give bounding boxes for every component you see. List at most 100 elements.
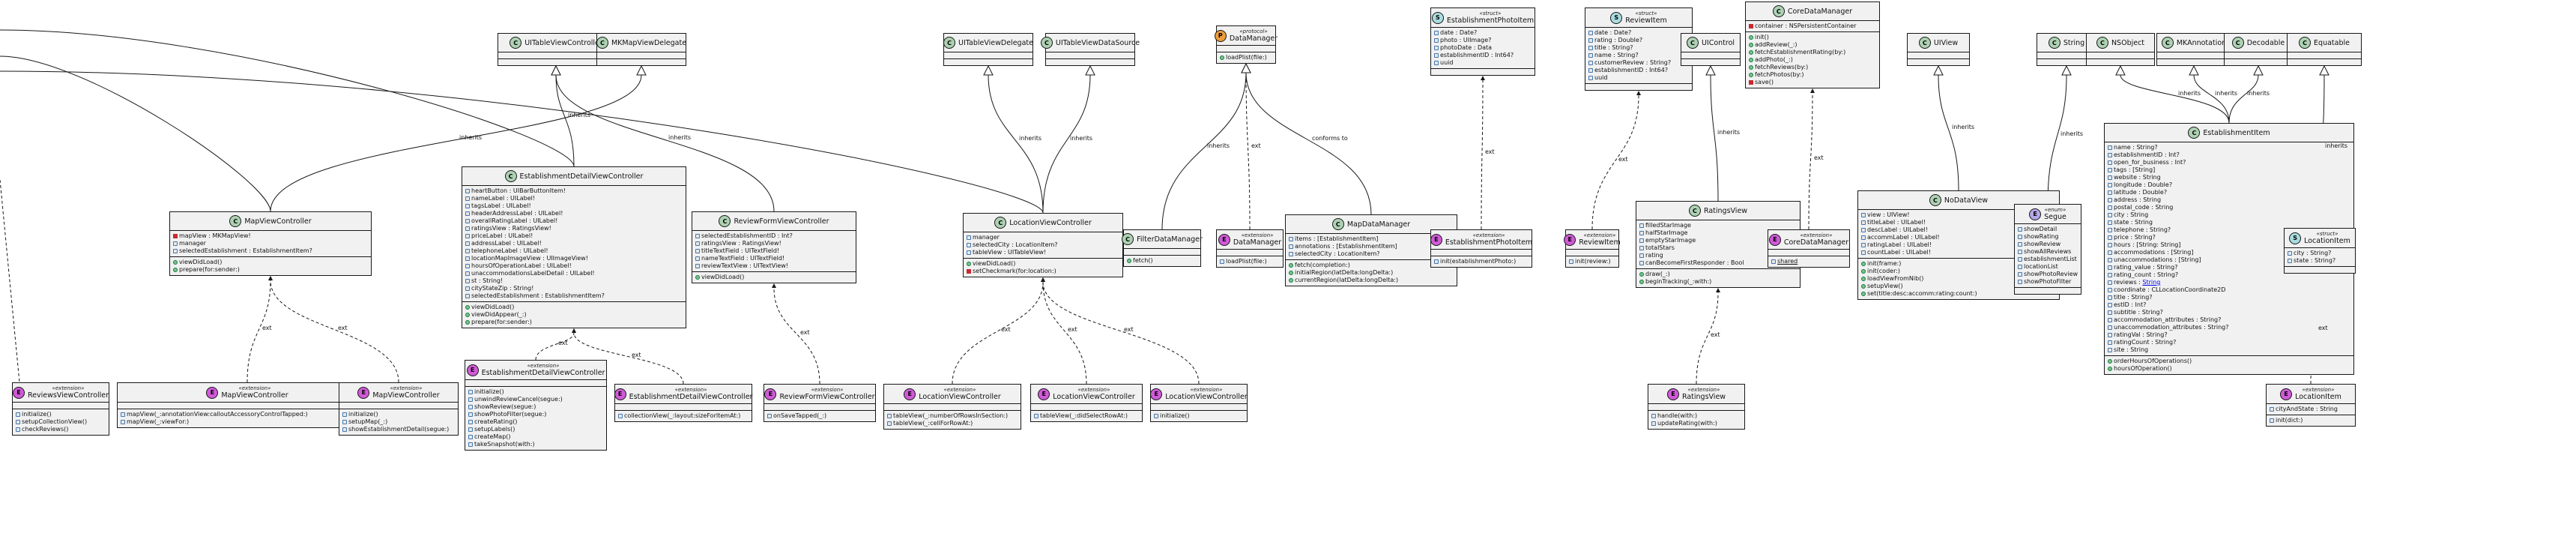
- class-kind-icon: C: [2096, 37, 2108, 49]
- methods-section: loadPlist(file:): [1217, 52, 1275, 63]
- attribute-row: title : String?: [2108, 294, 2350, 301]
- class-kind-icon: C: [510, 37, 522, 49]
- visibility-pub-icon: [1289, 278, 1293, 283]
- attribute-row: selectedEstablishment : EstablishmentIte…: [173, 247, 368, 255]
- attribute-text: price : String?: [2114, 234, 2156, 241]
- inheritance-edge-map-data-manager: [1241, 62, 1372, 215]
- attribute-row: tagsLabel : UILabel!: [465, 202, 683, 210]
- visibility-int-icon: [468, 442, 473, 447]
- methods-section: shared: [1768, 256, 1849, 267]
- visibility-int-icon: [1639, 261, 1644, 265]
- visibility-int-icon: [1639, 246, 1644, 250]
- extension-arrowhead: [772, 283, 776, 288]
- class-name: FilterDataManager: [1137, 235, 1203, 244]
- class-kind-icon: C: [1040, 37, 1053, 49]
- attributes-section: [1648, 403, 1744, 410]
- methods-section: [2157, 58, 2231, 65]
- class-name: Segue: [2044, 213, 2066, 221]
- visibility-pub-icon: [465, 320, 470, 325]
- class-header: E«extension»RatingsView: [1648, 385, 1744, 403]
- attributes-section: [1768, 249, 1849, 256]
- visibility-int-icon: [468, 412, 473, 417]
- class-kind-icon: C: [719, 215, 731, 227]
- inheritance-arrowhead: [2319, 64, 2329, 76]
- edge-label: ext: [1618, 156, 1628, 163]
- attribute-text: priceLabel : UILabel!: [471, 232, 533, 239]
- method-row: handle(with:): [1651, 412, 1741, 420]
- attribute-row: rating : Double?: [1588, 37, 1689, 44]
- extension-edge-ratings-view-ext: [1696, 288, 1720, 385]
- visibility-int-icon: [465, 189, 470, 193]
- visibility-int-icon: [1588, 38, 1593, 43]
- method-row: setupCollectionView(): [16, 418, 106, 426]
- method-text: prepare(for:sender:): [179, 266, 240, 273]
- methods-section: tableView(_:didSelectRowAt:): [1031, 410, 1142, 421]
- inheritance-edge-establishment-item: [2115, 64, 2230, 124]
- visibility-int-icon: [2018, 227, 2022, 232]
- inheritance-arrowhead: [1705, 64, 1716, 76]
- class-name: LocationViewController: [1165, 393, 1248, 401]
- method-text: fetch(): [1133, 257, 1153, 264]
- method-text: showEstablishmentDetail(segue:): [348, 426, 450, 433]
- method-row: fetch(completion:): [1289, 262, 1454, 269]
- inheritance-edge-ratings-view: [1705, 64, 1719, 202]
- inheritance-edge-location-view-controller: [1042, 64, 1095, 214]
- method-text: setupMap(_:): [348, 418, 388, 425]
- visibility-int-icon: [1861, 228, 1866, 232]
- visibility-int-icon: [1651, 414, 1656, 418]
- class-header: E«extension»LocationViewController: [884, 385, 1021, 403]
- attribute-row: addressLabel : UILabel!: [465, 240, 683, 247]
- attribute-text: headerAddressLabel : UILabel!: [471, 210, 563, 217]
- attributes-section: [1681, 52, 1740, 58]
- class-kind-icon: C: [2299, 37, 2312, 49]
- method-row: initialize(): [342, 411, 455, 418]
- method-row: shared: [1771, 258, 1846, 265]
- visibility-int-icon: [2018, 250, 2022, 254]
- attribute-row: mapView : MKMapView!: [173, 232, 368, 240]
- extension-kind-icon: E: [12, 386, 25, 399]
- visibility-int-icon: [465, 271, 470, 276]
- offscreen-edge: [0, 179, 20, 383]
- struct-kind-icon: S: [1431, 11, 1444, 24]
- method-row: draw(_:): [1639, 271, 1797, 278]
- class-box-establishment-detail-view-controller-ext1: E«extension»EstablishmentDetailViewContr…: [465, 360, 607, 451]
- methods-section: init(establishmentPhoto:): [1431, 256, 1532, 267]
- attributes-section: [465, 379, 606, 386]
- visibility-pub-icon: [1127, 259, 1131, 263]
- class-kind-icon: C: [1331, 218, 1344, 230]
- visibility-int-icon: [2108, 340, 2112, 345]
- class-name: UITableViewDataSource: [1055, 38, 1140, 47]
- method-text: loadPlist(file:): [1226, 258, 1267, 265]
- class-kind-icon: C: [2188, 127, 2201, 139]
- method-text: draw(_:): [1645, 271, 1670, 277]
- type-link[interactable]: String: [2142, 279, 2161, 286]
- attribute-text: mapView : MKMapView!: [179, 232, 251, 239]
- visibility-int-icon: [1434, 46, 1439, 50]
- attribute-row: heartButton : UIBarButtonItem!: [465, 187, 683, 195]
- visibility-priv-icon: [1749, 80, 1753, 85]
- method-text: createMap(): [474, 433, 511, 440]
- class-stereotype: «enum»: [2044, 207, 2066, 213]
- class-stereotype: «extension»: [811, 387, 844, 393]
- edge-label: inherits: [2178, 90, 2201, 97]
- attribute-row: coordinate : CLLocationCoordinate2D: [2108, 286, 2350, 294]
- edge-label: ext: [2318, 325, 2328, 331]
- method-row: addPhoto(_:): [1749, 56, 1876, 64]
- attribute-row: locationList: [2018, 263, 2078, 271]
- attribute-row: manager: [967, 234, 1119, 241]
- methods-section: onSaveTapped(_:): [764, 410, 875, 421]
- method-text: viewDidAppear(_:): [471, 311, 527, 318]
- attribute-row: state : String: [2108, 219, 2350, 226]
- methods-section: orderHoursOfOperations()hoursOfOperation…: [2105, 355, 2353, 374]
- visibility-int-icon: [1289, 244, 1293, 249]
- attribute-row: cityAndState : String: [2270, 406, 2352, 413]
- attribute-text: name : String?: [1594, 52, 1639, 58]
